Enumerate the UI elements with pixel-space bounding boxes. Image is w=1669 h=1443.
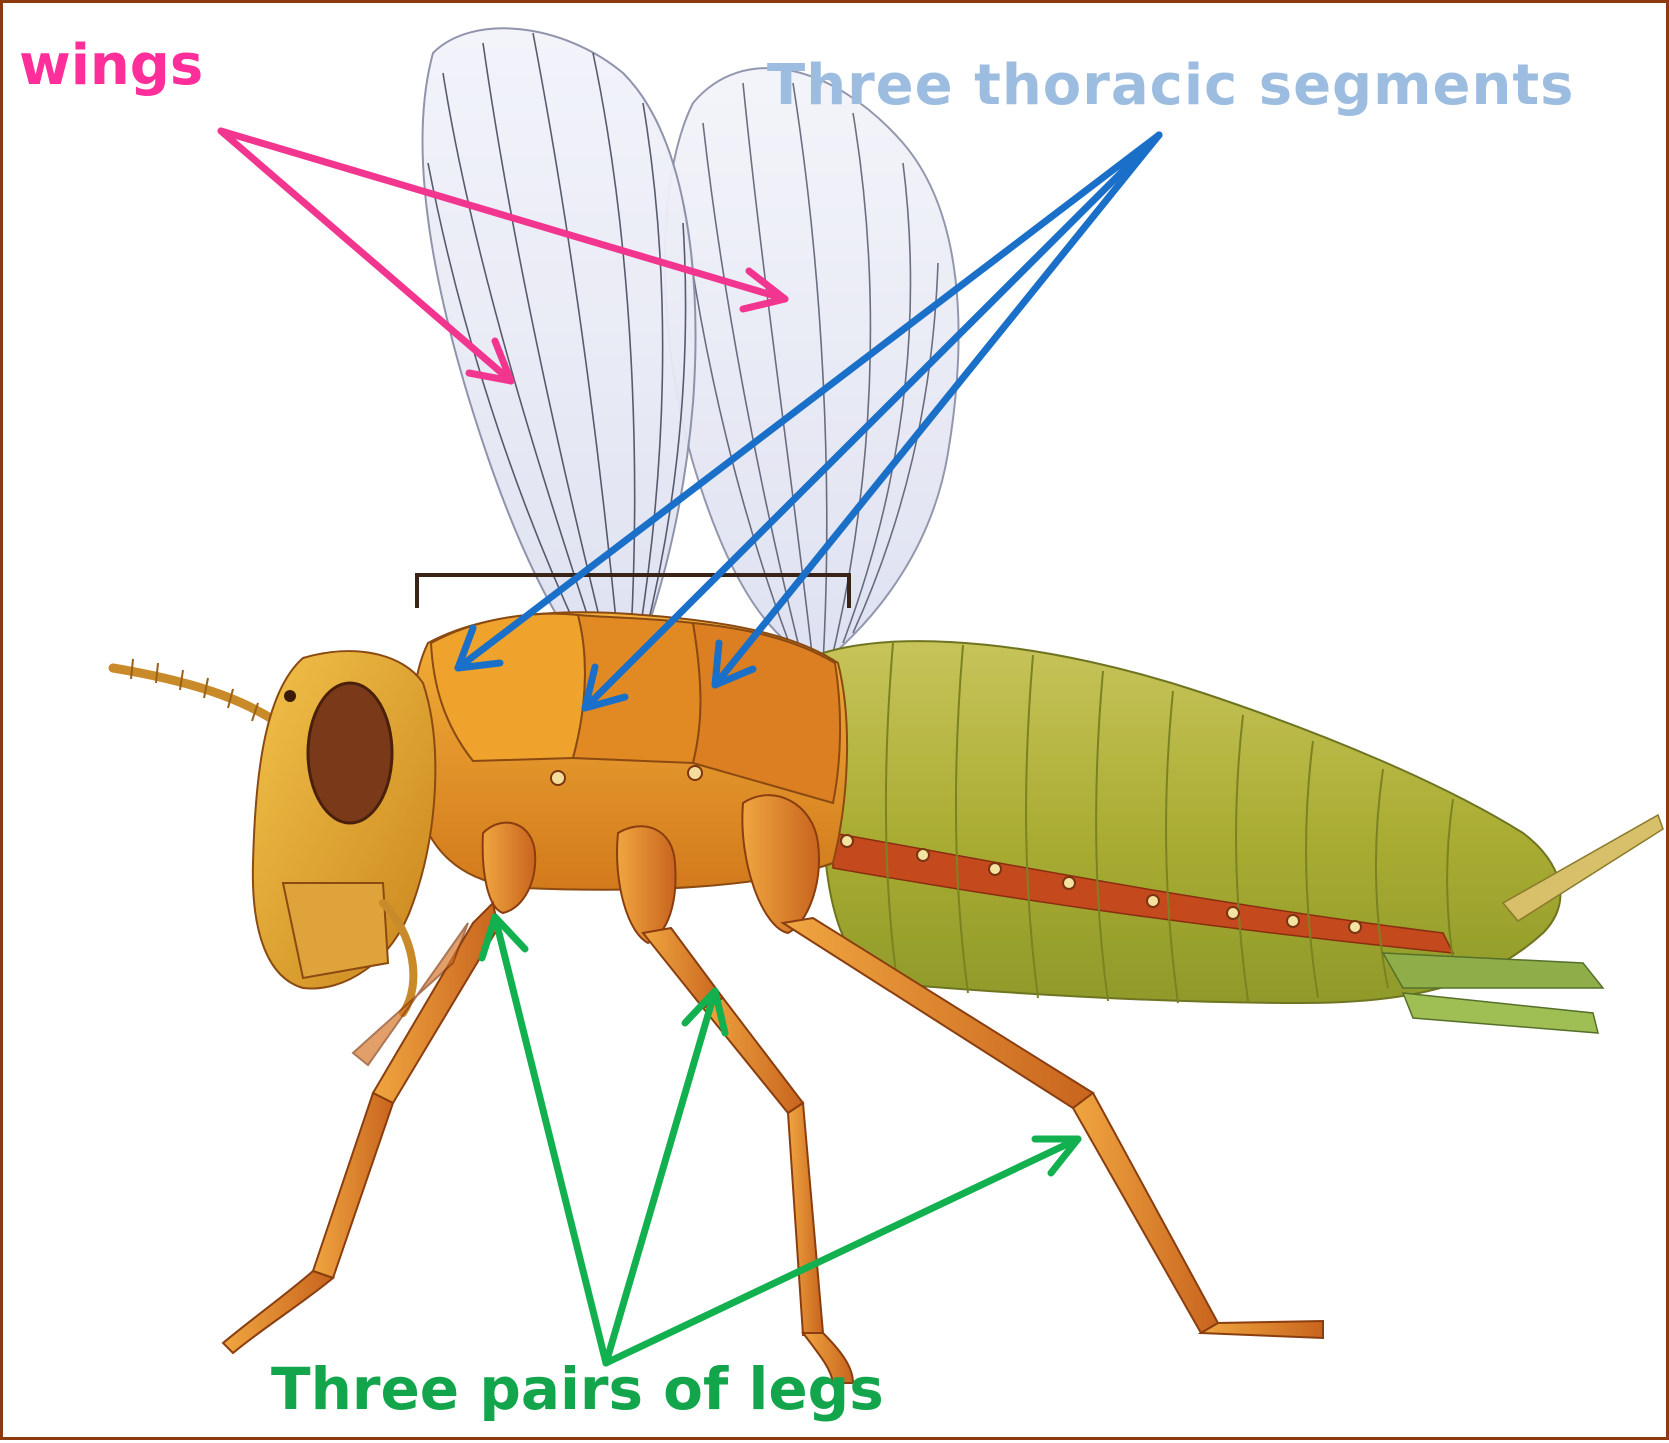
grasshopper-illustration [3, 3, 1669, 1443]
arrow-icon [606, 1139, 1078, 1363]
compound-eye [308, 683, 392, 823]
wings-label: wings [19, 33, 203, 98]
abdomen [823, 641, 1663, 1033]
legs-label: Three pairs of legs [271, 1355, 884, 1423]
head [253, 651, 435, 1013]
antenna [113, 668, 293, 733]
thoracic-segments-label: Three thoracic segments [767, 53, 1574, 118]
arrow-icon [495, 917, 606, 1363]
arrow-icon [606, 991, 715, 1363]
